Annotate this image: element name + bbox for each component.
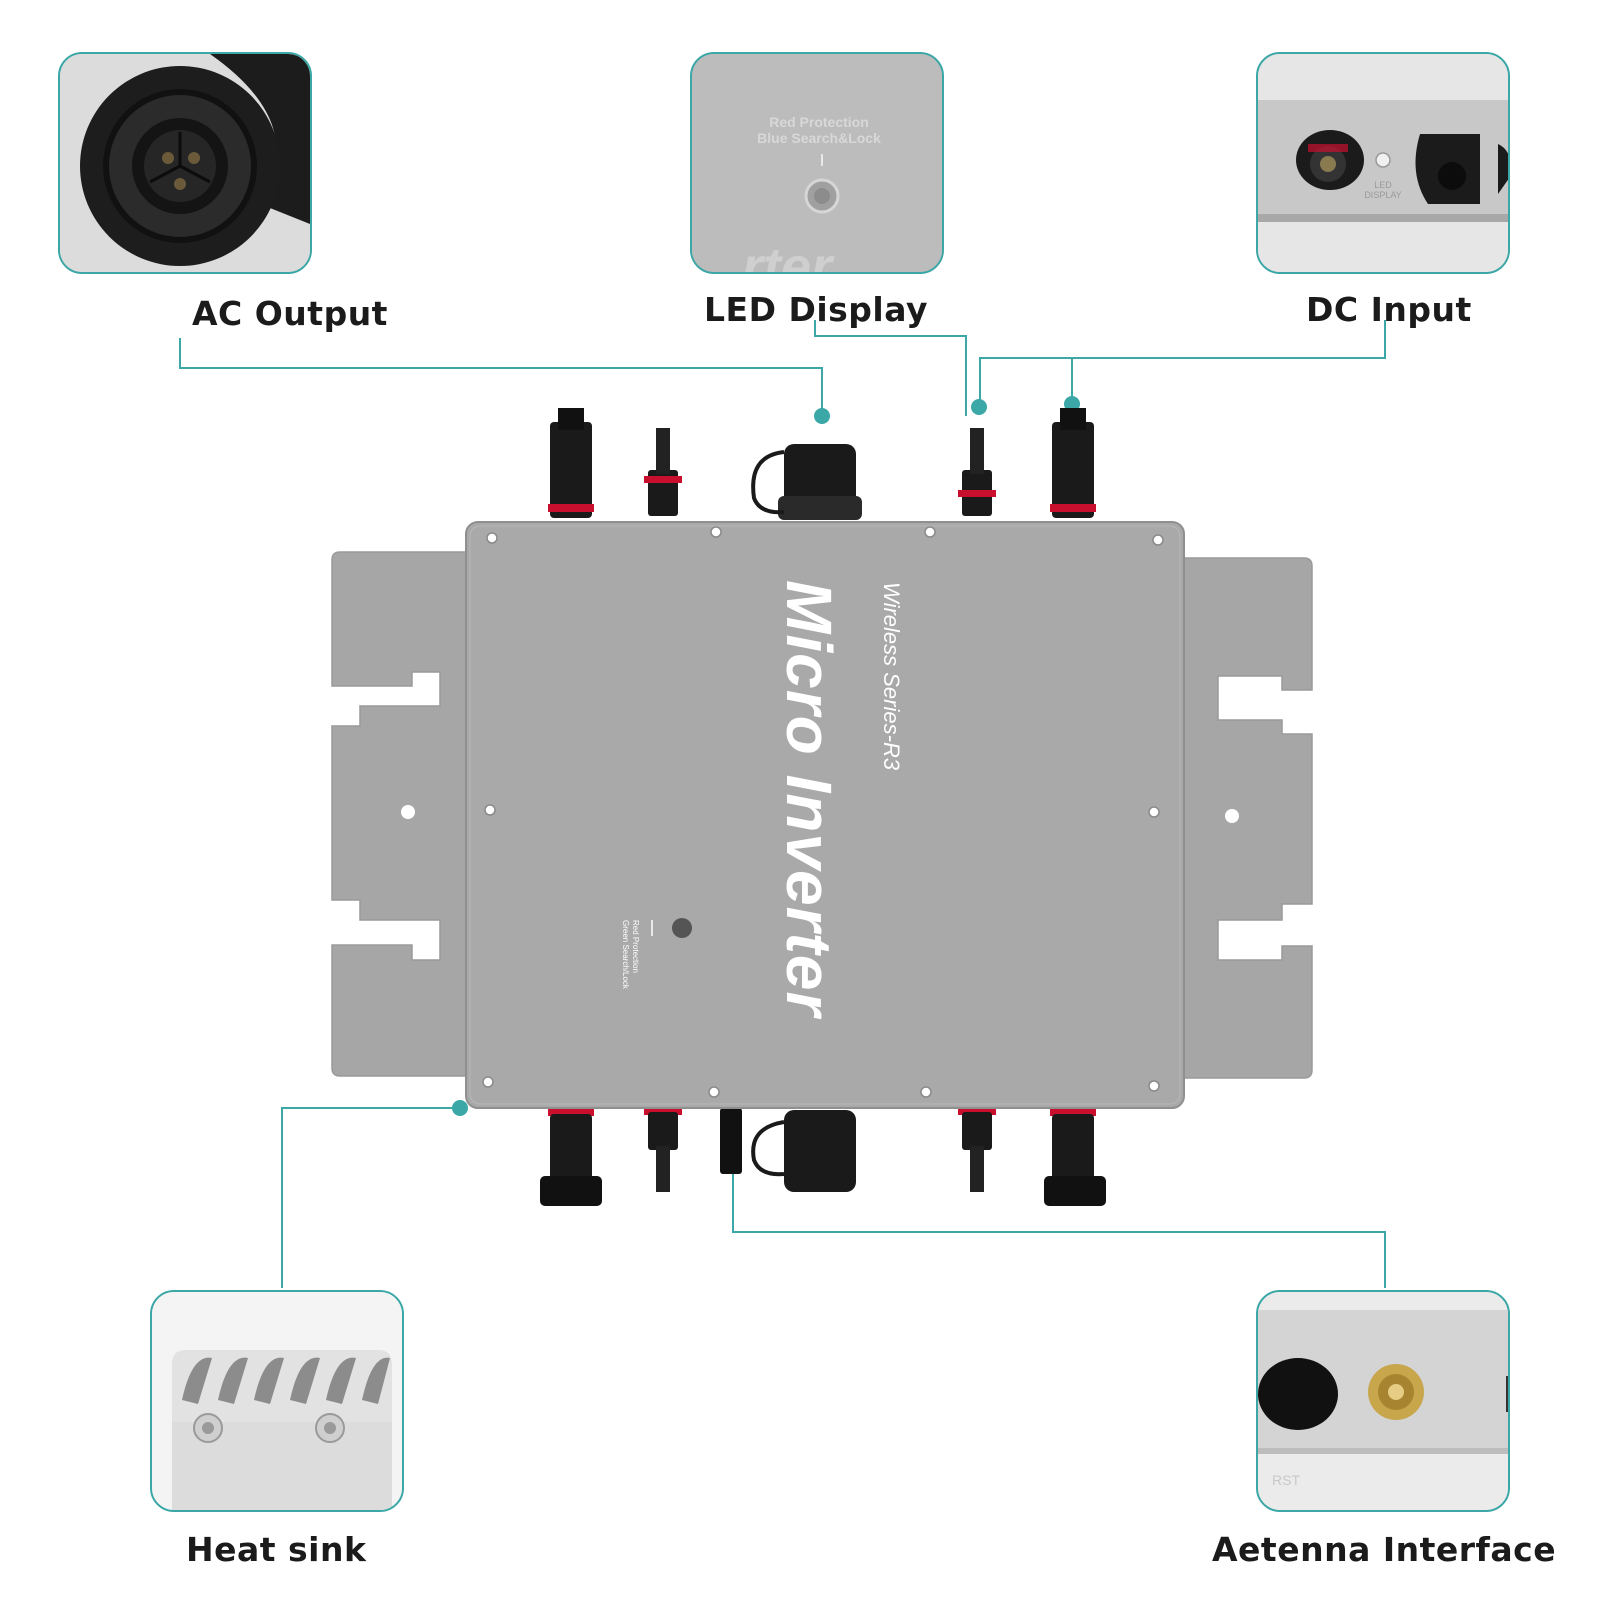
led-display-leader-line	[814, 320, 967, 416]
antenna-interface-photo: RST	[1256, 1290, 1510, 1512]
right-mounting-flange	[1175, 557, 1313, 1079]
heat-sink-label: Heat sink	[186, 1530, 367, 1569]
led-display-photo-watermark: rter	[742, 237, 833, 274]
top-connectors	[548, 408, 1096, 520]
left-mounting-flange	[331, 551, 473, 1077]
antenna-leader-line	[732, 1170, 1386, 1288]
ac-output-connector-icon	[60, 54, 310, 272]
heat-sink-leader-dot	[452, 1100, 468, 1116]
bottom-connectors	[540, 1108, 1106, 1206]
heat-sink-leader-line	[281, 1107, 460, 1288]
dc-input-leader-line-a	[979, 320, 1386, 405]
antenna-connector-icon	[1258, 1292, 1508, 1510]
ac-output-label: AC Output	[192, 294, 388, 333]
dc-input-leader-dot-a	[971, 399, 987, 415]
heat-sink-photo	[150, 1290, 404, 1512]
dc-input-connectors-icon	[1258, 54, 1508, 272]
status-led-indicator	[672, 918, 692, 938]
led-display-label: LED Display	[704, 290, 928, 329]
ac-output-leader-dot	[814, 408, 830, 424]
inverter-housing	[465, 521, 1185, 1109]
ac-output-leader-line	[179, 338, 823, 416]
dc-input-led-text-2: DISPLAY	[1364, 190, 1402, 200]
antenna-interface-label: Aetenna Interface	[1212, 1530, 1557, 1569]
antenna-photo-text: RST	[1272, 1472, 1300, 1488]
device-name-label	[772, 582, 852, 1042]
led-display-photo-text-1: Red Protection	[769, 114, 869, 130]
dc-input-label: DC Input	[1306, 290, 1472, 329]
led-display-photo-text-2: Blue Search&Lock	[757, 130, 881, 146]
heat-sink-fins-icon	[152, 1292, 402, 1510]
ac-output-photo	[58, 52, 312, 274]
led-display-photo: Red Protection Blue Search&Lock rter	[690, 52, 944, 274]
led-display-indicator-icon	[692, 54, 942, 272]
dc-input-led-text-1: LED	[1374, 180, 1392, 190]
dc-input-photo: LED DISPLAY	[1256, 52, 1510, 274]
